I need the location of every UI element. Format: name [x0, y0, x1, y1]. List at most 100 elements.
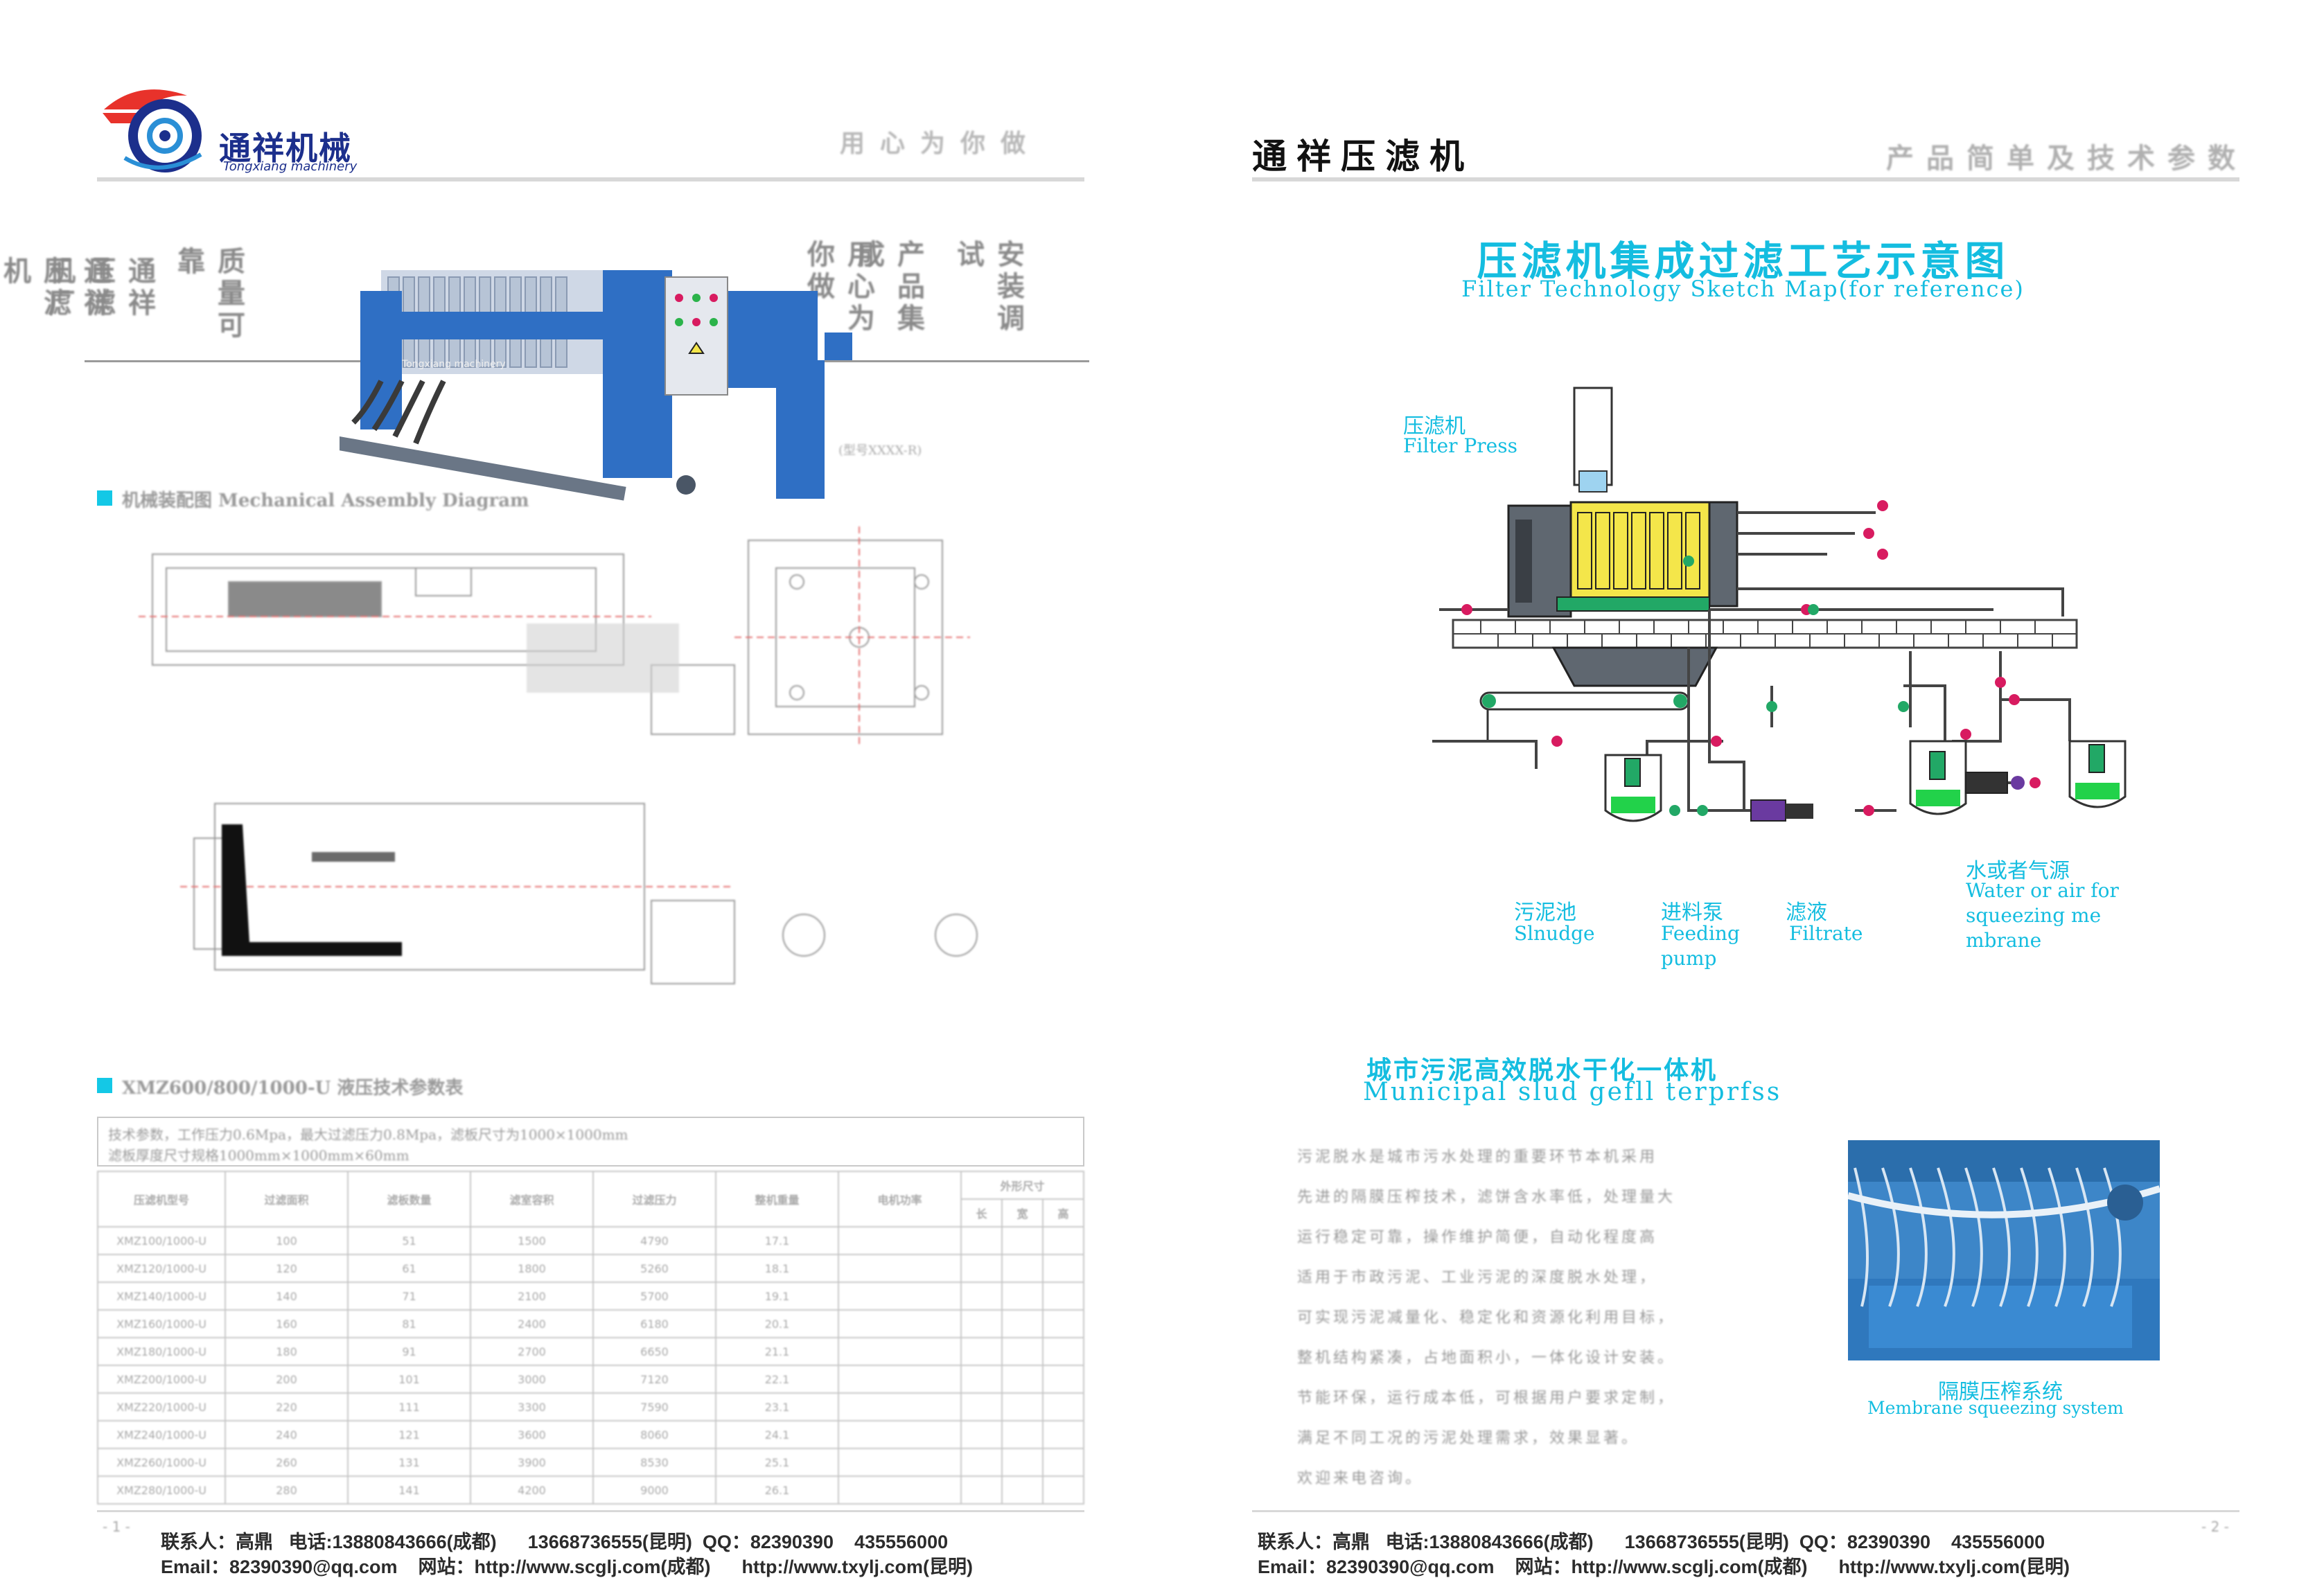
- table-cell-empty: [960, 1392, 1003, 1421]
- municipal-body-line: 适用于市政污泥、工业污泥的深度脱水处理，: [1297, 1269, 1658, 1286]
- table-cell: XMZ220/1000-U: [97, 1392, 226, 1421]
- footer-web-line: Email：82390390@qq.com 网站：http://www.scgl…: [161, 1557, 973, 1577]
- table-cell: 140: [225, 1282, 349, 1311]
- footer-contact-line: 联系人：高鼎 电话:13880843666(成都) 13668736555(昆明…: [161, 1532, 949, 1552]
- table-cell: 3300: [470, 1392, 594, 1421]
- table-header-cell: 宽: [1001, 1198, 1044, 1227]
- header-rule: [97, 177, 1084, 181]
- section-bullet: [97, 490, 112, 506]
- label-sludge-cn: 污泥池: [1514, 901, 1576, 925]
- filter-process-diagram: [1432, 387, 2127, 822]
- table-cell-empty: [960, 1337, 1003, 1366]
- brand-name-en: Tongxiang machinery: [223, 159, 358, 174]
- filter-press-machine-image: Tongxiang machinery: [340, 270, 852, 501]
- table-cell: 7120: [592, 1365, 716, 1394]
- table-cell-empty: [1001, 1392, 1044, 1421]
- table-cell: 22.1: [715, 1365, 839, 1394]
- table-cell-empty: [960, 1282, 1003, 1311]
- photo-caption-en: Membrane squeezing system: [1867, 1398, 2124, 1418]
- table-cell-empty: [960, 1420, 1003, 1449]
- table-cell-empty: [960, 1254, 1003, 1283]
- table-note: 技术参数，工作压力0.6Mpa，最大过滤压力0.8Mpa，滤板尺寸为1000×1…: [97, 1117, 1084, 1167]
- label-filter-press-en: Filter Press: [1403, 434, 1517, 457]
- header-rule: [1252, 177, 2239, 181]
- table-cell: 51: [347, 1226, 471, 1255]
- table-cell: 1800: [470, 1254, 594, 1283]
- table-header-row: 压滤机型号 过滤面积 滤板数量 滤室容积 过滤压力 整机重量 电机功率 外形尺寸: [97, 1171, 1084, 1227]
- right-page: 通祥压滤机 产品简单及技术参数 压滤机集成过滤工艺示意图 Filter Tech…: [1162, 0, 2324, 1587]
- table-cell: 280: [225, 1475, 349, 1505]
- table-cell: 20.1: [715, 1309, 839, 1338]
- table-cell: XMZ100/1000-U: [97, 1226, 226, 1255]
- tongxiang-logo-icon: [103, 89, 202, 172]
- table-cell-empty: [1042, 1420, 1084, 1449]
- table-header-cell: 滤板数量: [347, 1171, 471, 1227]
- table-cell-empty: [1001, 1365, 1044, 1394]
- table-header-cell: 过滤面积: [225, 1171, 349, 1227]
- page-number: - 2 -: [2201, 1518, 2229, 1535]
- table-cell: 101: [347, 1365, 471, 1394]
- table-cell-empty: [1042, 1282, 1084, 1311]
- table-cell-empty: [1042, 1226, 1084, 1255]
- table-cell-empty: [960, 1448, 1003, 1477]
- table-cell-empty: [1001, 1337, 1044, 1366]
- table-header-cell: 长: [960, 1198, 1003, 1227]
- municipal-body-line: 污泥脱水是城市污水处理的重要环节本机采用: [1297, 1149, 1658, 1166]
- table-header-cell: 滤室容积: [470, 1171, 594, 1227]
- section-bullet: [97, 1078, 112, 1093]
- table-cell: 26.1: [715, 1475, 839, 1505]
- table-cell: 25.1: [715, 1448, 839, 1477]
- right-header-subtitle: 产品简单及技术参数: [1886, 142, 2248, 175]
- vertical-text-6: 安装调试: [952, 240, 1025, 335]
- municipal-body-line: 可实现污泥减量化、稳定化和资源化利用目标，: [1297, 1309, 1676, 1327]
- page-number: - 1 -: [103, 1518, 130, 1535]
- table-cell: 111: [347, 1392, 471, 1421]
- table-cell: 61: [347, 1254, 471, 1283]
- municipal-body-line: 满足不同工况的污泥处理需求，效果显著。: [1297, 1430, 1640, 1447]
- table-cell: 17.1: [715, 1226, 839, 1255]
- table-cell: 3900: [470, 1448, 594, 1477]
- brand-name-cn: 通祥机械: [219, 130, 352, 167]
- table-cell: XMZ180/1000-U: [97, 1337, 226, 1366]
- table-cell-empty: [960, 1309, 1003, 1338]
- table-cell-empty: [1042, 1392, 1084, 1421]
- diagram-title-en: Filter Technology Sketch Map(for referen…: [1461, 276, 2025, 302]
- table-cell: 2700: [470, 1337, 594, 1366]
- right-header-title: 通祥压滤机: [1252, 136, 1474, 177]
- table-note-line-1: 技术参数，工作压力0.6Mpa，最大过滤压力0.8Mpa，滤板尺寸为1000×1…: [108, 1126, 628, 1143]
- table-cell-empty: [1001, 1420, 1044, 1449]
- table-cell: XMZ260/1000-U: [97, 1448, 226, 1477]
- table-cell-empty: [838, 1420, 962, 1449]
- table-cell-empty: [838, 1226, 962, 1255]
- machine-caption: Tongxiang machinery: [401, 359, 506, 370]
- table-cell: 5260: [592, 1254, 716, 1283]
- table-header-cell: 整机重量: [715, 1171, 839, 1227]
- params-section-title: XMZ600/800/1000-U 液压技术参数表: [122, 1078, 464, 1099]
- params-table: 压滤机型号 过滤面积 滤板数量 滤室容积 过滤压力 整机重量 电机功率 外形尺寸…: [97, 1171, 1084, 1505]
- label-water-air-en: Water or air for squeezing me mbrane: [1966, 879, 2119, 952]
- municipal-body-line: 整机结构紧凑，占地面积小，一体化设计安装。: [1297, 1349, 1676, 1367]
- table-cell-empty: [838, 1282, 962, 1311]
- table-cell: 2400: [470, 1309, 594, 1338]
- photo-caption-cn: 隔膜压榨系统: [1938, 1380, 2063, 1404]
- municipal-title: 城市污泥高效脱水干化一体机: [1366, 1056, 1718, 1085]
- membrane-squeezing-photo: [1848, 1140, 2160, 1360]
- table-cell: 24.1: [715, 1420, 839, 1449]
- table-cell: 3600: [470, 1420, 594, 1449]
- table-cell-empty: [1042, 1309, 1084, 1338]
- table-cell: 141: [347, 1475, 471, 1505]
- table-header-cell: 高: [1042, 1198, 1084, 1227]
- label-feeding-pump-cn: 进料泵: [1661, 901, 1723, 925]
- table-cell-empty: [838, 1475, 962, 1505]
- table-header-cell: 压滤机型号: [97, 1171, 226, 1227]
- table-cell: XMZ140/1000-U: [97, 1282, 226, 1311]
- table-cell-empty: [838, 1365, 962, 1394]
